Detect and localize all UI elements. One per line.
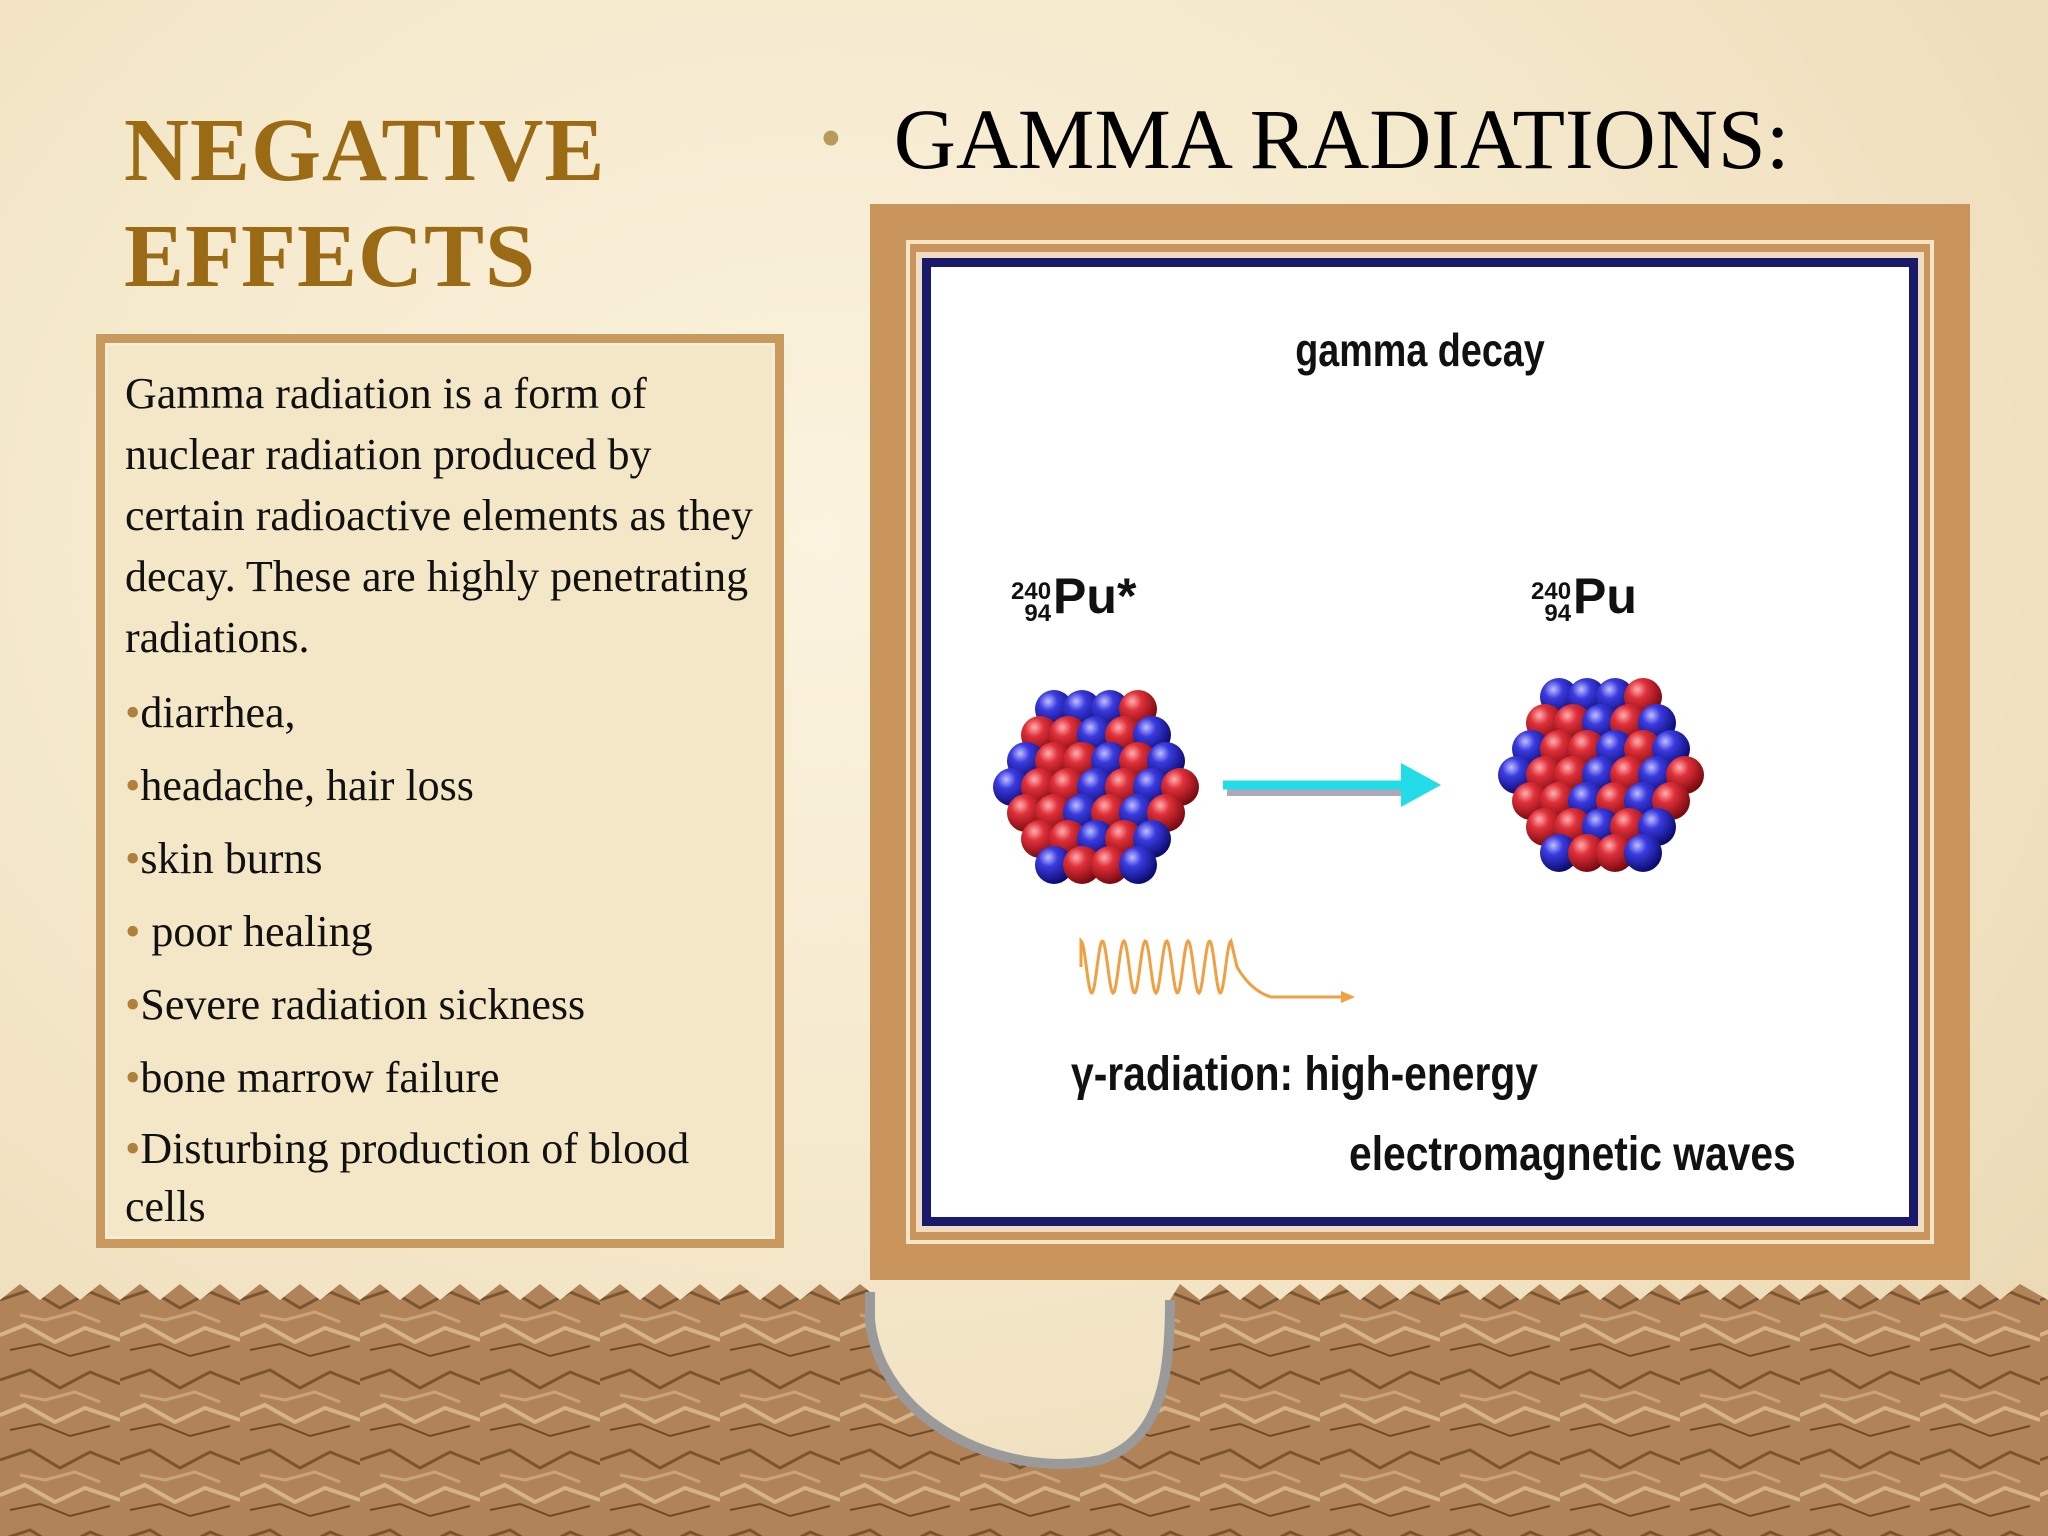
nucleon-icon <box>1568 834 1606 872</box>
description-panel: Gamma radiation is a form of nuclear rad… <box>96 334 784 1248</box>
effect-item: •Disturbing production of blood cells <box>125 1120 775 1236</box>
bullet-icon: • <box>125 907 152 956</box>
effect-text: Disturbing production of blood cells <box>125 1124 690 1231</box>
page-title: NEGATIVE EFFECTS <box>124 101 606 306</box>
bullet-icon: • <box>820 104 842 173</box>
effect-item: •skin burns <box>125 828 775 889</box>
nucleon-icon <box>1035 846 1073 884</box>
nucleon-icon <box>1119 846 1157 884</box>
effect-text: diarrhea, <box>140 688 296 737</box>
diagram-title: gamma decay <box>1295 324 1545 376</box>
effect-text: bone marrow failure <box>140 1053 500 1102</box>
effect-text: skin burns <box>140 834 323 883</box>
nucleon-icon <box>1063 846 1101 884</box>
radiation-label-line1: γ-radiation: high-energy <box>1071 1048 1538 1101</box>
nucleon-icon <box>1540 834 1578 872</box>
nucleon-icon <box>1624 834 1662 872</box>
bullet-icon: • <box>125 834 141 883</box>
mass-number: 240 <box>1531 578 1572 605</box>
nucleon-icon <box>1596 834 1634 872</box>
bullet-icon: • <box>125 688 141 737</box>
effect-text: Severe radiation sickness <box>140 980 586 1029</box>
radiation-label-line2: electromagnetic waves <box>1349 1128 1796 1181</box>
arrow-icon <box>1223 763 1441 807</box>
section-heading-text: GAMMA RADIATIONS: <box>893 91 1790 187</box>
element-symbol: Pu* <box>1053 568 1137 624</box>
effect-item: •headache, hair loss <box>125 755 775 816</box>
bullet-icon: • <box>125 1124 141 1173</box>
atomic-number: 94 <box>1544 600 1572 627</box>
effect-text: headache, hair loss <box>140 761 474 810</box>
atomic-number: 94 <box>1024 600 1052 627</box>
effect-item: •diarrhea, <box>125 682 775 743</box>
diagram-graphics <box>993 678 1704 1003</box>
effect-item: • poor healing <box>125 901 775 962</box>
bullet-icon: • <box>125 761 141 810</box>
effect-item: •bone marrow failure <box>125 1047 775 1108</box>
effect-text: poor healing <box>151 907 373 956</box>
intro-paragraph: Gamma radiation is a form of nuclear rad… <box>125 369 753 662</box>
nucleon-icon <box>1091 846 1129 884</box>
mass-number: 240 <box>1011 578 1052 605</box>
nucleus-ground-icon <box>1498 678 1704 872</box>
effect-item: •Severe radiation sickness <box>125 974 775 1035</box>
wave-icon <box>1079 937 1355 1003</box>
nucleus-excited-icon <box>993 690 1199 884</box>
section-heading: • GAMMA RADIATIONS: <box>820 84 1790 194</box>
element-symbol: Pu <box>1573 568 1637 624</box>
bullet-icon: • <box>125 980 141 1029</box>
bullet-icon: • <box>125 1053 141 1102</box>
